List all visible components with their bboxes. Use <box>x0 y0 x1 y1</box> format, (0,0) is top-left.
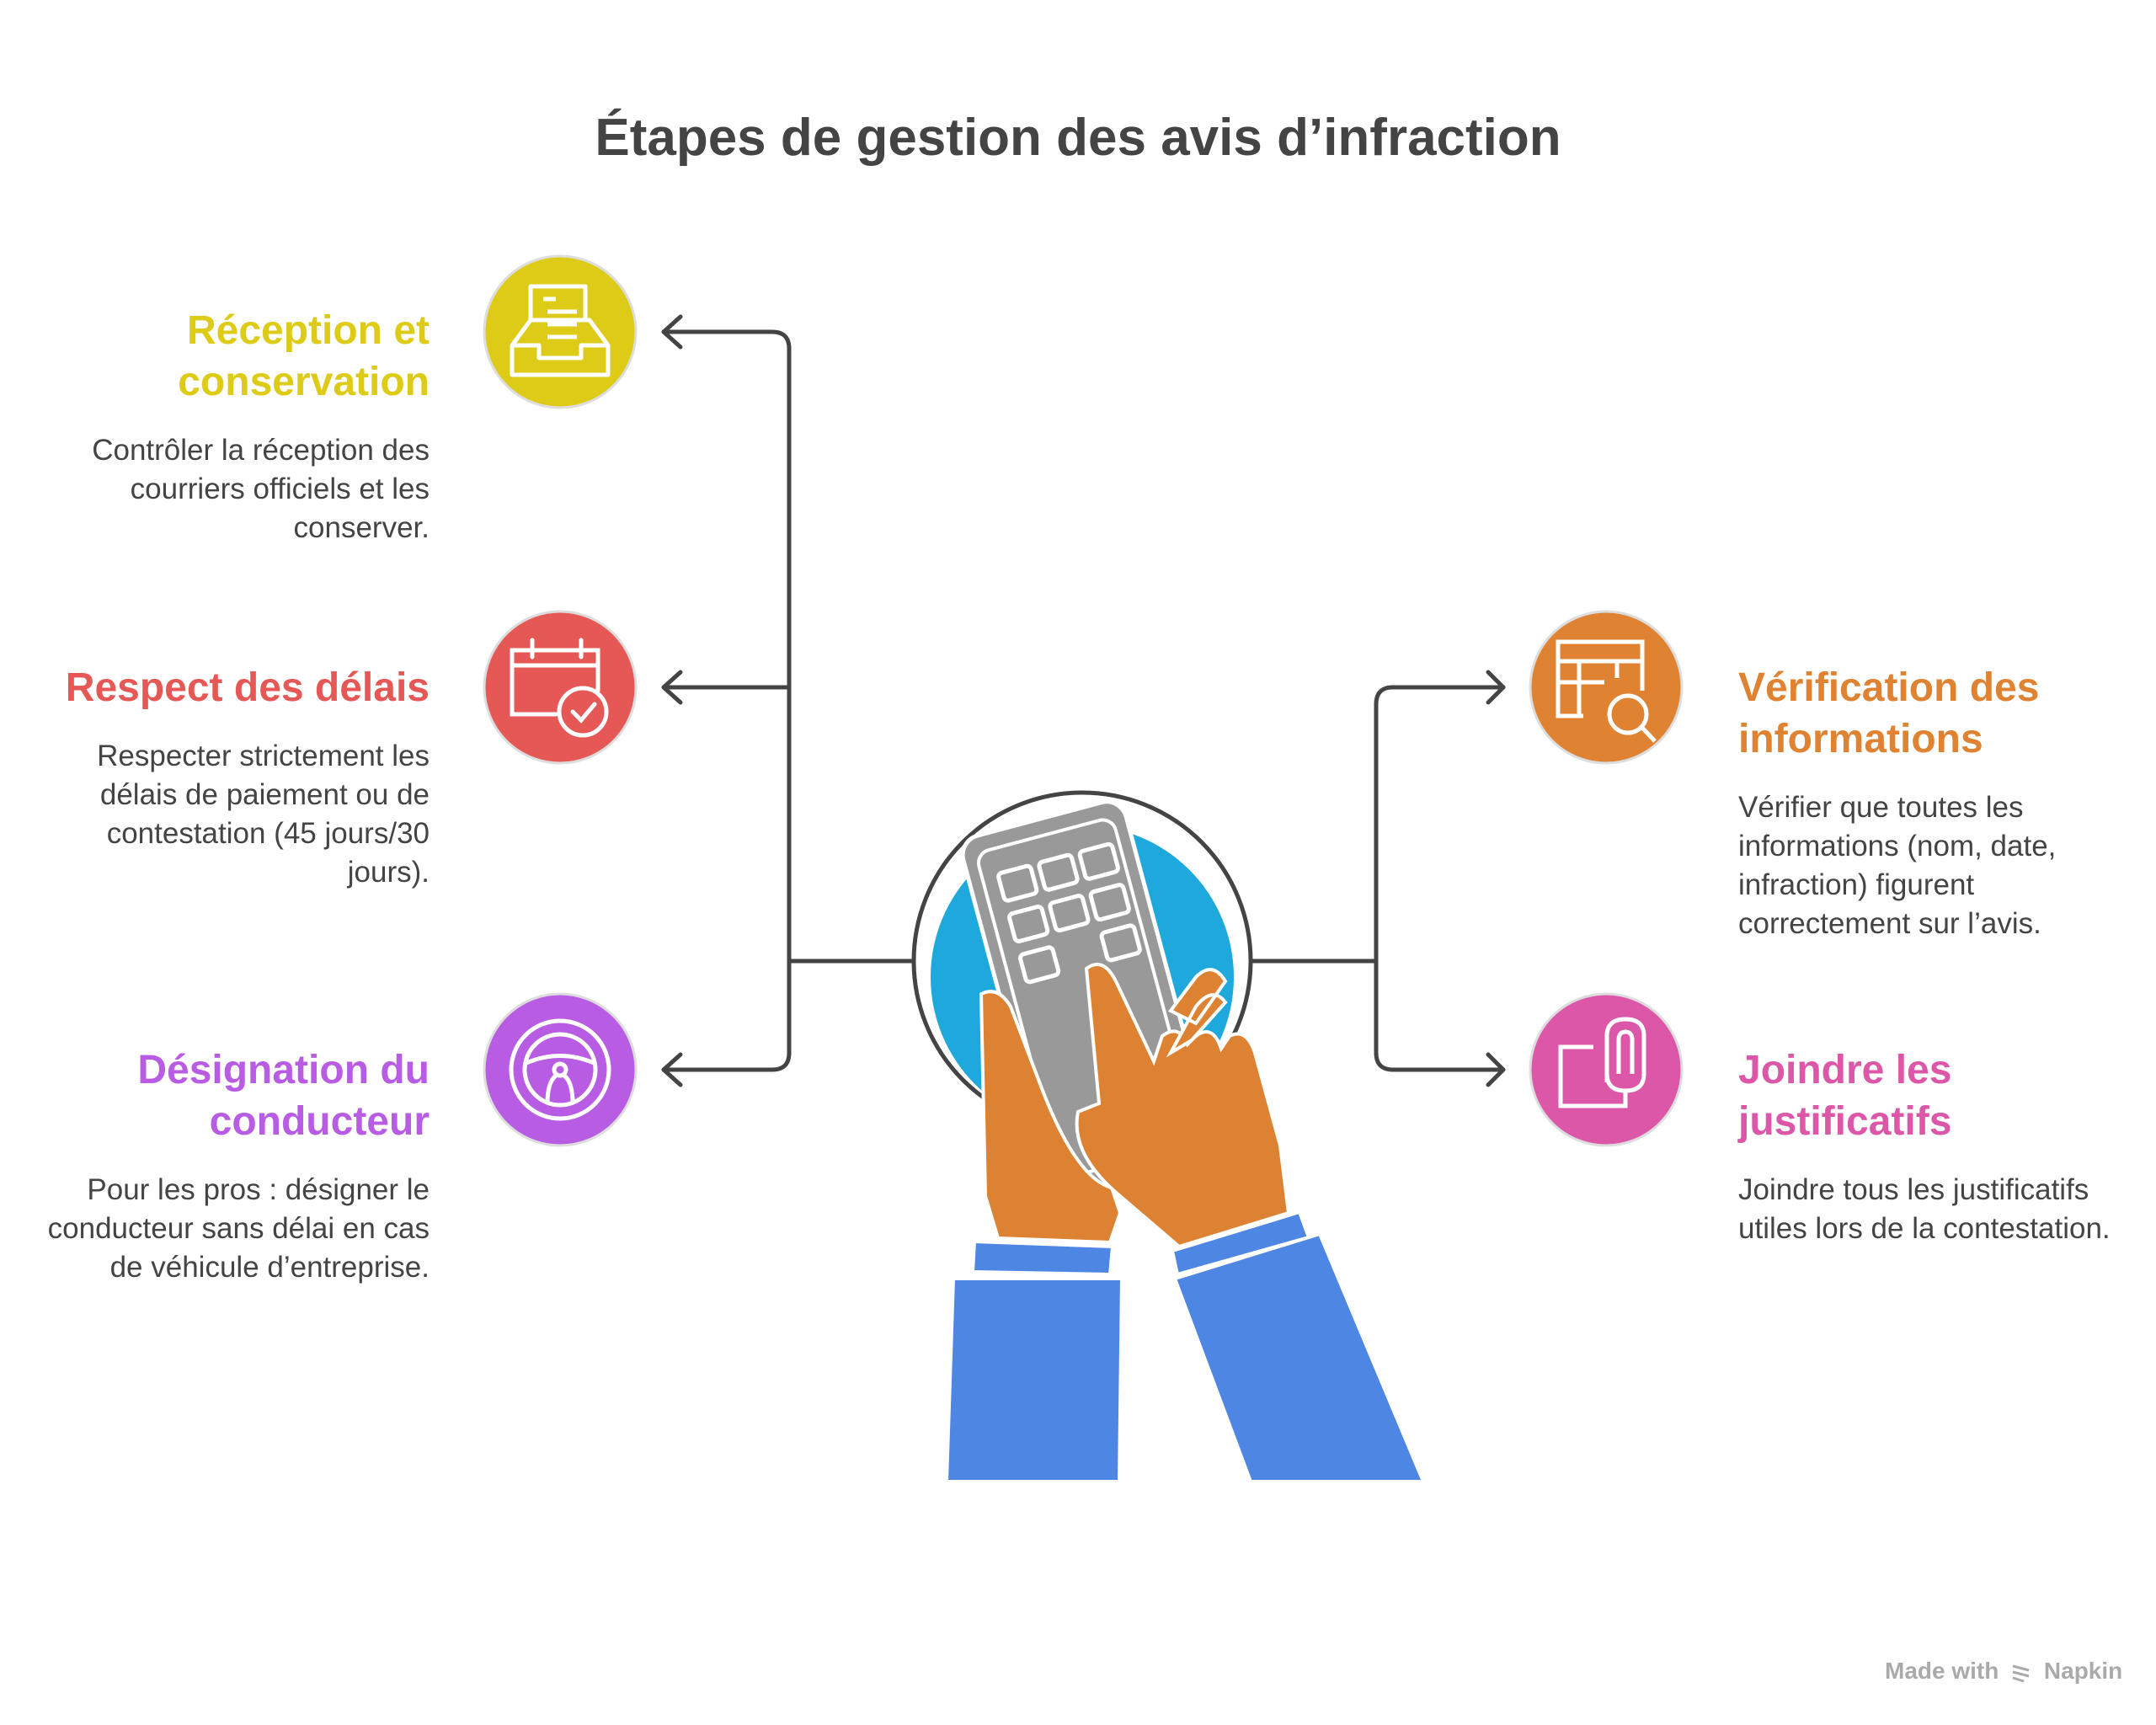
step-icon-justificatifs <box>1529 992 1684 1147</box>
right-arrowheads <box>1486 670 1506 1087</box>
made-with-napkin: Made with Napkin <box>1885 1658 2122 1685</box>
step-verification: Vérification des informations Vérifier q… <box>1738 662 2126 943</box>
calendar-check-icon <box>510 638 609 738</box>
napkin-brand: Napkin <box>2043 1658 2123 1684</box>
step-heading: Réception et conservation <box>178 308 430 404</box>
step-description: Joindre tous les justificatifs utiles lo… <box>1738 1173 2111 1245</box>
step-description: Contrôler la réception des courriers off… <box>92 434 430 544</box>
table-search-icon <box>1556 639 1657 743</box>
paperclip-document-icon <box>1558 1017 1646 1108</box>
step-delais: Respect des délais Respecter strictement… <box>42 662 430 892</box>
right-connector <box>1248 685 1506 1072</box>
napkin-logo-icon <box>2012 1664 2030 1683</box>
left-arrowheads <box>661 314 683 1087</box>
step-description: Pour les pros : désigner le conducteur s… <box>47 1173 430 1284</box>
step-reception: Réception et conservation Contrôler la r… <box>42 305 430 547</box>
step-heading: Vérification des informations <box>1738 665 2040 761</box>
steering-wheel-icon <box>509 1018 611 1121</box>
step-icon-verification <box>1529 610 1684 765</box>
step-designation: Désignation du conducteur Pour les pros … <box>42 1044 430 1287</box>
step-justificatifs: Joindre les justificatifs Joindre tous l… <box>1738 1044 2126 1248</box>
finger-tips <box>1166 968 1228 1058</box>
right-sleeve <box>1172 1231 1427 1483</box>
step-description: Vérifier que toutes les informations (no… <box>1738 791 2057 940</box>
left-sleeve <box>944 1277 1124 1483</box>
inbox-document-icon <box>510 284 611 377</box>
left-cuff <box>970 1239 1115 1277</box>
step-icon-delais <box>483 610 638 765</box>
step-icon-designation <box>483 992 638 1147</box>
made-with-label: Made with <box>1885 1658 1999 1684</box>
step-heading: Désignation du conducteur <box>137 1048 430 1144</box>
connectors <box>661 314 1506 1087</box>
left-connector <box>661 329 792 1072</box>
left-branch <box>661 685 915 964</box>
step-heading: Joindre les justificatifs <box>1738 1048 1952 1144</box>
step-description: Respecter strictement les délais de paie… <box>97 740 430 889</box>
right-hand <box>1075 963 1291 1249</box>
step-heading: Respect des délais <box>65 665 430 710</box>
step-icon-reception <box>483 254 638 409</box>
page-title: Étapes de gestion des avis d’infraction <box>595 109 1561 167</box>
calculator-hands-illustration <box>911 790 1427 1483</box>
